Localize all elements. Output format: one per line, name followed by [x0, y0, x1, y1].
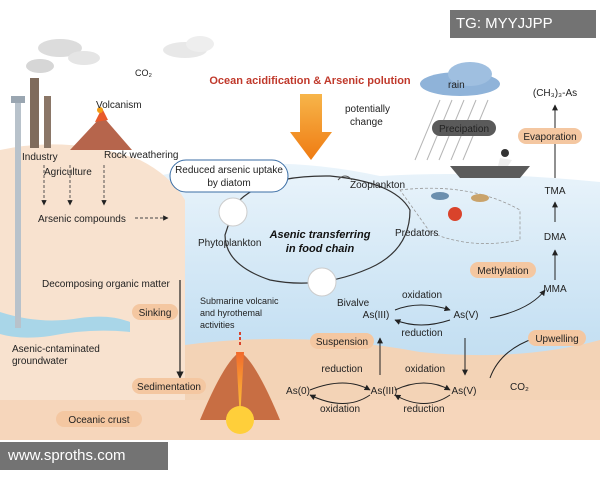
- oxidation-mid-right: oxidation: [405, 364, 445, 375]
- callout-text-1: Reduced arsenic uptake: [175, 165, 283, 176]
- phytoplankton-icon: [218, 197, 248, 227]
- rock-weathering-label: Rock weathering: [104, 150, 178, 161]
- co2-land: CO₂: [135, 68, 153, 78]
- cloud-icon: [163, 36, 214, 58]
- oceanic-crust-label: Oceanic crust: [68, 415, 129, 426]
- sedimentation-label: Sedimentation: [137, 382, 201, 393]
- center-label-1: Asenic transferring: [269, 229, 371, 241]
- suspension-label: Suspension: [316, 337, 368, 348]
- submarine-label-1: Submarine volcanic: [200, 296, 279, 306]
- groundwater-label-1: Asenic-cntaminated: [12, 344, 100, 355]
- submarine-label-3: activities: [200, 320, 235, 330]
- lava: [236, 352, 244, 420]
- mma-label: MMA: [543, 284, 567, 295]
- oceanic-crust-pill: [56, 411, 142, 427]
- rain-label: rain: [448, 80, 465, 91]
- reduction-top: reduction: [401, 328, 442, 339]
- center-label-2: in food chain: [286, 243, 355, 255]
- magma: [226, 406, 254, 434]
- suspension-pill: [310, 333, 374, 349]
- sedimentation-pill: [132, 378, 206, 394]
- diagram-title: Ocean acidification & Arsenic polution: [209, 75, 411, 87]
- fish-icon-2: [471, 194, 489, 202]
- reduction-bottom: reduction: [403, 404, 444, 415]
- as5-top: As(V): [454, 310, 479, 321]
- pipe-icon: [11, 96, 25, 328]
- crab-icon: [448, 207, 462, 221]
- bivalve-label: Bivalve: [337, 298, 370, 309]
- arrow-label-1: potentially: [345, 104, 390, 115]
- as0-label: As(0): [286, 386, 310, 397]
- factory-icon: [26, 39, 100, 148]
- arsenic-compounds-label: Arsenic compounds: [38, 214, 126, 225]
- submarine-label-2: and hyrothemal: [200, 308, 262, 318]
- co2-bottom: CO₂: [510, 382, 529, 393]
- methylation-pill: [470, 262, 536, 278]
- agriculture-label: Agriculture: [44, 167, 92, 178]
- groundwater-label-2: groundwater: [12, 356, 68, 367]
- land-mass: [0, 144, 185, 440]
- arrow-label-2: change: [350, 117, 383, 128]
- volcanism-label: Volcanism: [96, 100, 142, 111]
- decomposing-label: Decomposing organic matter: [42, 279, 171, 290]
- fishing-net: [399, 187, 521, 244]
- upwelling-pill: [528, 330, 586, 346]
- watermark-top: TG: MYYJJPP: [450, 10, 596, 38]
- tma-label: TMA: [544, 186, 565, 197]
- oxidation-bottom: oxidation: [320, 404, 360, 415]
- precipation-pill: [432, 120, 496, 136]
- oxidation-top: oxidation: [402, 290, 442, 301]
- phytoplankton-label: Phytoplankton: [198, 238, 261, 249]
- evaporation-label: Evaporation: [523, 132, 576, 143]
- as3-top: As(III): [363, 310, 390, 321]
- as5-bottom: As(V): [452, 386, 477, 397]
- zooplankton-icon: [337, 175, 353, 181]
- sinking-label: Sinking: [139, 308, 172, 319]
- predators-label: Predators: [395, 228, 438, 239]
- industry-label: Industry: [22, 152, 58, 163]
- callout-text-2: by diatom: [207, 178, 250, 189]
- sinking-pill: [132, 304, 178, 320]
- precipation-label: Precipation: [439, 124, 489, 135]
- upwelling-label: Upwelling: [535, 334, 578, 345]
- methylation-label: Methylation: [477, 266, 528, 277]
- boat-icon: [450, 149, 530, 178]
- fish-icon: [431, 192, 449, 200]
- groundwater: [0, 312, 130, 338]
- ch3as-label: (CH₃)₃-As: [533, 88, 577, 99]
- watermark-bottom: www.sproths.com: [0, 442, 168, 470]
- food-chain-loop: [224, 175, 411, 284]
- as3-bottom: As(III): [371, 386, 398, 397]
- zooplankton-label: Zooplankton: [350, 180, 405, 191]
- evaporation-pill: [518, 128, 582, 144]
- diatom-callout: [169, 159, 289, 193]
- dma-label: DMA: [544, 232, 567, 243]
- reduction-mid-left: reduction: [321, 364, 362, 375]
- bivalve-icon: [307, 267, 337, 297]
- volcano-icon: [70, 107, 132, 150]
- acidification-arrow: [290, 94, 332, 160]
